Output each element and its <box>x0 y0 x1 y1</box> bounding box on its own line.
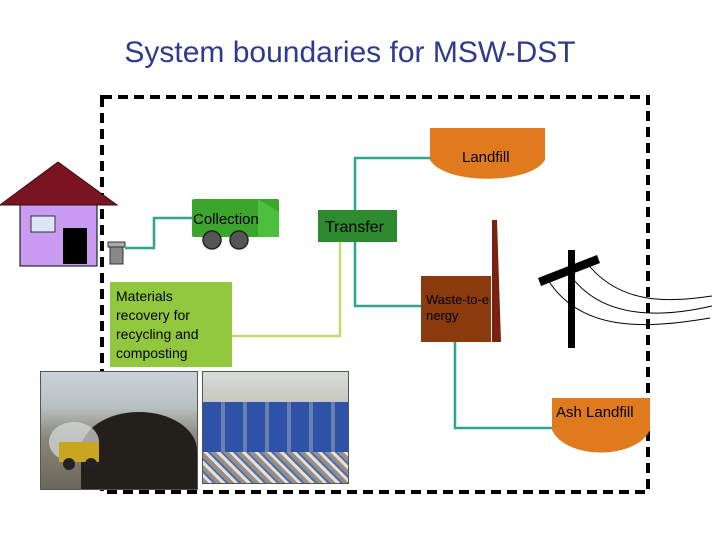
mrf-label: Materials recovery for recycling and com… <box>116 288 199 361</box>
trash-can-icon <box>107 241 126 265</box>
mrf-box <box>110 282 232 367</box>
power-pole-icon <box>538 250 713 348</box>
wte-label: Waste-to-energy <box>426 292 490 323</box>
transfer-box <box>318 210 397 242</box>
page-title: System boundaries for MSW-DST <box>124 36 576 69</box>
collection-label: Collection <box>193 211 259 228</box>
house-icon <box>0 161 119 267</box>
connector-can-to-collection <box>125 216 192 250</box>
ash-landfill-shape <box>552 398 650 453</box>
wte-box <box>421 276 491 342</box>
connector-wte-to-ash-landfill <box>453 342 552 430</box>
landfill-label: Landfill <box>462 149 510 166</box>
collection-truck-icon <box>192 199 279 250</box>
recycling-facility-photo <box>202 371 349 484</box>
smokestack <box>492 220 501 342</box>
transfer-label: Transfer <box>325 219 384 236</box>
landfill-shape <box>430 128 545 179</box>
composting-photo <box>40 371 198 490</box>
ash-landfill-label: Ash Landfill <box>556 404 634 421</box>
connector-transfer-to-landfill <box>353 156 430 210</box>
connector-transfer-to-wte <box>353 240 421 308</box>
connector-transfer-to-mrf <box>232 240 342 338</box>
system-boundary <box>100 95 650 494</box>
